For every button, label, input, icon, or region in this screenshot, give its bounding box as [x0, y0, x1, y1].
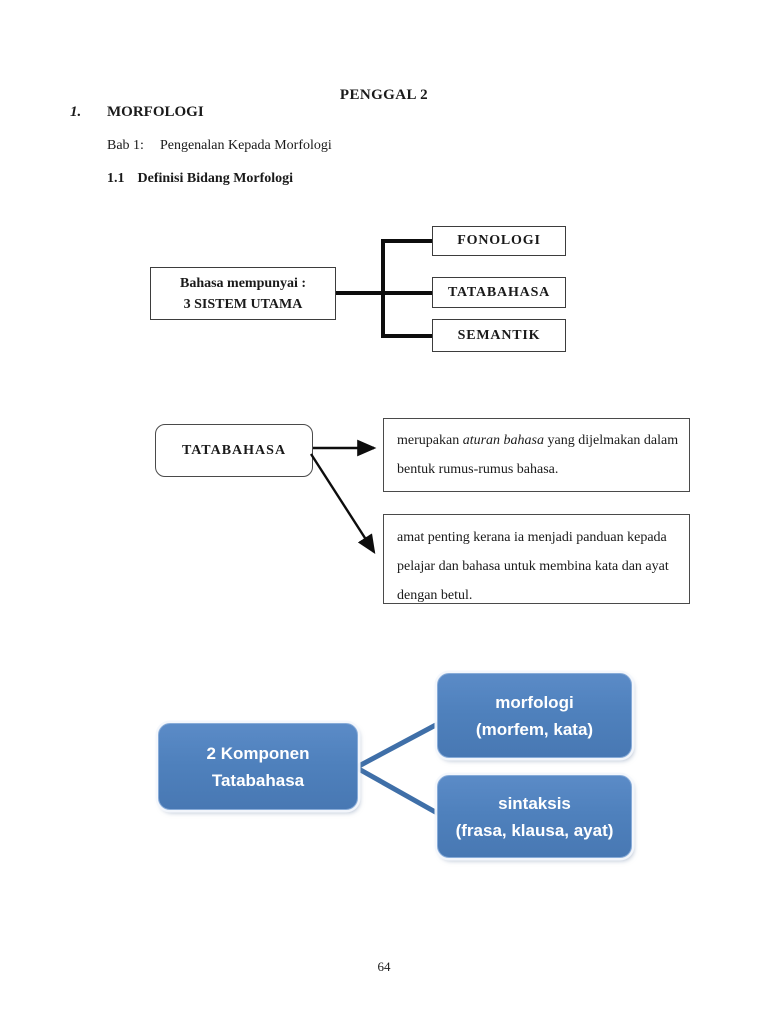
diagram1-connector-tatabahasa [381, 291, 432, 295]
diagram1-connector-vertical [381, 239, 385, 338]
diagram2-definition-box: merupakan aturan bahasa yang dijelmakan … [383, 418, 690, 492]
sintaksis-title: sintaksis [498, 793, 571, 813]
diagram1-child-tatabahasa: TATABAHASA [432, 277, 566, 308]
diagram1-child-semantik: SEMANTIK [432, 319, 566, 352]
subsection-title: Definisi Bidang Morfologi [137, 171, 294, 186]
page-title: PENGGAL 2 [339, 87, 429, 103]
diagram1-child-fonologi: FONOLOGI [432, 226, 566, 256]
diagram1-root-box: Bahasa mempunyai : 3 SISTEM UTAMA [150, 267, 336, 320]
definition-text-post: yang dijelmakan dalam bentuk rumus-rumus… [397, 433, 679, 477]
diagram2-arrows [309, 439, 377, 555]
section-heading: 1. MORFOLOGI [70, 104, 204, 121]
definition-text-italic: aturan bahasa [462, 433, 544, 448]
chapter-heading: Bab 1: Pengenalan Kepada Morfologi [107, 138, 332, 154]
diagram3-root-box: 2 Komponen Tatabahasa [158, 723, 358, 810]
diagram2-root-box: TATABAHASA [155, 424, 313, 477]
diagram3-root-line2: Tatabahasa [211, 770, 305, 790]
section-title: MORFOLOGI [107, 104, 204, 120]
morfologi-subtitle: (morfem, kata) [475, 719, 594, 739]
subsection-heading: 1.1 Definisi Bidang Morfologi [107, 171, 293, 187]
diagram1-connector-semantik [381, 334, 432, 338]
diagram3-root-line1: 2 Komponen [206, 743, 310, 763]
page-number: 64 [377, 959, 391, 974]
chapter-label: Bab 1: [107, 138, 144, 153]
chapter-title: Pengenalan Kepada Morfologi [159, 138, 332, 153]
diagram2-importance-box: amat penting kerana ia menjadi panduan k… [383, 514, 690, 604]
section-number: 1. [70, 104, 82, 120]
diagram1-connector-fonologi [381, 239, 432, 243]
diagram3-child-morfologi: morfologi (morfem, kata) [437, 673, 632, 758]
diagram1-root-line2: 3 SISTEM UTAMA [183, 296, 303, 312]
subsection-number: 1.1 [107, 171, 125, 186]
definition-text-pre: merupakan [397, 433, 463, 448]
sintaksis-subtitle: (frasa, klausa, ayat) [455, 820, 614, 840]
diagram3-child-sintaksis: sintaksis (frasa, klausa, ayat) [437, 775, 632, 858]
morfologi-title: morfologi [495, 692, 574, 712]
diagram1-connector-main [336, 291, 383, 295]
diagram1-root-line1: Bahasa mempunyai : [179, 275, 307, 291]
